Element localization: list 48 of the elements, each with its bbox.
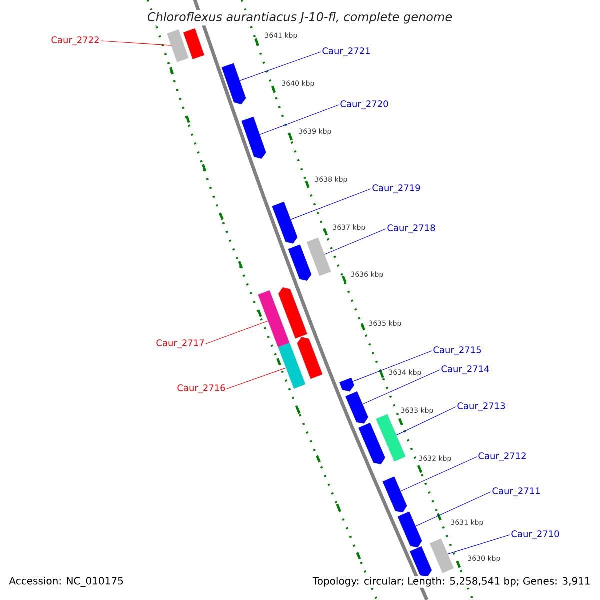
gene-block: [376, 414, 406, 462]
gene-block: [306, 238, 332, 276]
gene-label: Caur_2721: [322, 48, 370, 56]
gene-feature: [382, 476, 408, 513]
gene-label: Caur_2717: [156, 340, 204, 348]
gene-block: [258, 290, 290, 348]
leader-line: [362, 370, 440, 405]
gene-block: [278, 343, 306, 389]
gene-feature: [340, 378, 354, 392]
gene-feature: [288, 244, 312, 281]
gene-label: Caur_2720: [340, 100, 388, 110]
gene-feature: [346, 392, 368, 424]
leader-line: [260, 104, 340, 136]
gene-label: Caur_2716: [178, 384, 226, 394]
gene-label: Caur_2711: [492, 488, 540, 496]
title: Chloroflexus aurantiacus J-10-fl, complete genome: [145, 10, 455, 26]
gene-block: [167, 30, 189, 62]
gene-block: [184, 28, 204, 60]
gene-feature: [410, 546, 432, 577]
leader-line: [448, 534, 510, 554]
gene-feature: [242, 116, 266, 159]
gene-feature: [398, 512, 422, 548]
gene-label: Caur_2719: [372, 184, 420, 194]
gene-label: Caur_2718: [388, 224, 436, 234]
leader-line: [352, 350, 432, 382]
gene-label: Caur_2722: [52, 36, 99, 46]
leader-line: [396, 406, 456, 436]
gene-feature: [272, 202, 298, 244]
gene-label: Caur_2714: [442, 366, 490, 374]
gene-label: Caur_2713: [458, 402, 506, 412]
gene-label: Caur_2712: [478, 452, 526, 462]
gene-feature: [278, 288, 308, 339]
leader-line: [206, 320, 268, 344]
footer-text: Topology: circular; Length: 5,258,541 bp; Genes: 3,911: [312, 576, 592, 588]
leader-line: [100, 40, 172, 46]
gene-label: Caur_2710: [512, 530, 560, 540]
leader-line: [226, 368, 286, 390]
gene-feature: [222, 63, 246, 105]
gene-label: Caur_2715: [434, 346, 482, 356]
gene-block: [430, 538, 454, 574]
gene-feature: [297, 337, 323, 380]
leader-line: [240, 52, 322, 82]
gene-feature: [358, 422, 386, 464]
leader-line: [416, 492, 492, 527]
leader-line: [324, 228, 386, 255]
leader-line: [400, 456, 478, 492]
footer-text: Accession: NC_010175: [8, 576, 125, 588]
leader-line: [290, 188, 372, 220]
